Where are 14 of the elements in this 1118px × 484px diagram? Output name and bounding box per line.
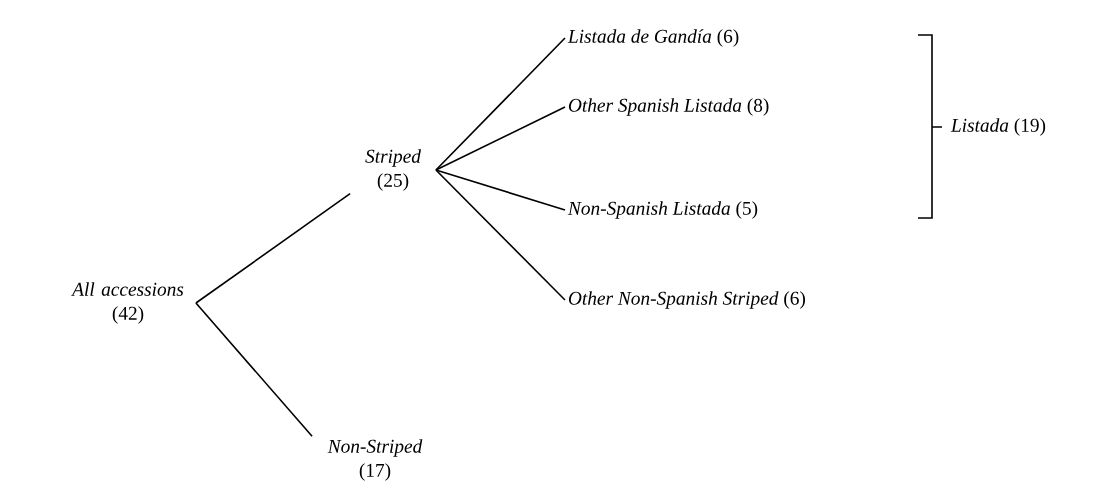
tree-label: Striped (25)	[365, 149, 421, 191]
tree-label: Other Non-Spanish Striped (6)	[568, 291, 805, 309]
branch-line	[435, 169, 566, 301]
tree-label: All accessions (42)	[71, 282, 184, 324]
branch-line	[195, 302, 313, 438]
tree-label: Non-Spanish Listada (5)	[567, 201, 758, 219]
tree-label: Listada de Gandía (6)	[567, 29, 739, 47]
tree-label: Other Spanish Listada (8)	[568, 98, 769, 116]
group-label: Listada (19)	[950, 118, 1046, 136]
branch-line	[435, 37, 566, 171]
branch-line	[195, 192, 351, 304]
branch-line	[435, 106, 566, 171]
tree-label: Non-Striped (17)	[327, 439, 423, 481]
branch-line	[435, 169, 566, 211]
